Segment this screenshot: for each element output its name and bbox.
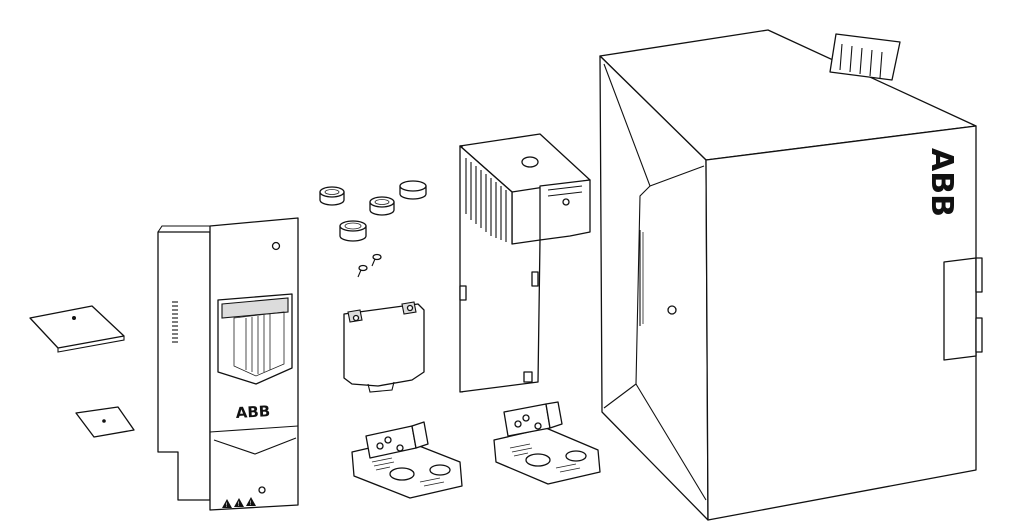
cover-plate-large — [29, 305, 125, 353]
top-label — [829, 33, 901, 81]
cover-plate-small — [75, 406, 135, 438]
warning-symbols: ! ! ! — [222, 497, 256, 509]
enclosure-box: ABB — [599, 29, 983, 521]
side-vents — [172, 301, 178, 343]
side-label-strip — [639, 230, 644, 326]
drive-unit: ABB ! ! ! — [157, 217, 299, 511]
hood-vents — [465, 158, 507, 242]
grommet-2 — [369, 196, 395, 216]
screws — [357, 253, 382, 278]
screw-2 — [357, 264, 368, 278]
enclosure-abb-logo: ABB — [924, 148, 959, 217]
bracket-2-slots — [509, 443, 581, 473]
bracket-1-slots — [371, 457, 445, 487]
cable-clamp-bracket-2 — [493, 401, 601, 485]
warning-symbol-3: ! — [250, 500, 252, 507]
grommet-3 — [399, 180, 427, 200]
panel-ribs — [245, 314, 271, 374]
grommet-4 — [339, 220, 367, 242]
warning-symbol-2: ! — [238, 501, 240, 508]
grommet-1 — [319, 186, 345, 206]
cable-clamp-bracket-1 — [351, 421, 463, 499]
drive-abb-logo: ABB — [235, 402, 270, 422]
door-latch — [943, 257, 983, 361]
screw-1 — [371, 253, 382, 267]
cable-grommets — [319, 180, 427, 242]
clamp-cover-plate — [343, 301, 425, 393]
warning-symbol-1: ! — [226, 502, 228, 509]
top-cover — [459, 133, 591, 393]
